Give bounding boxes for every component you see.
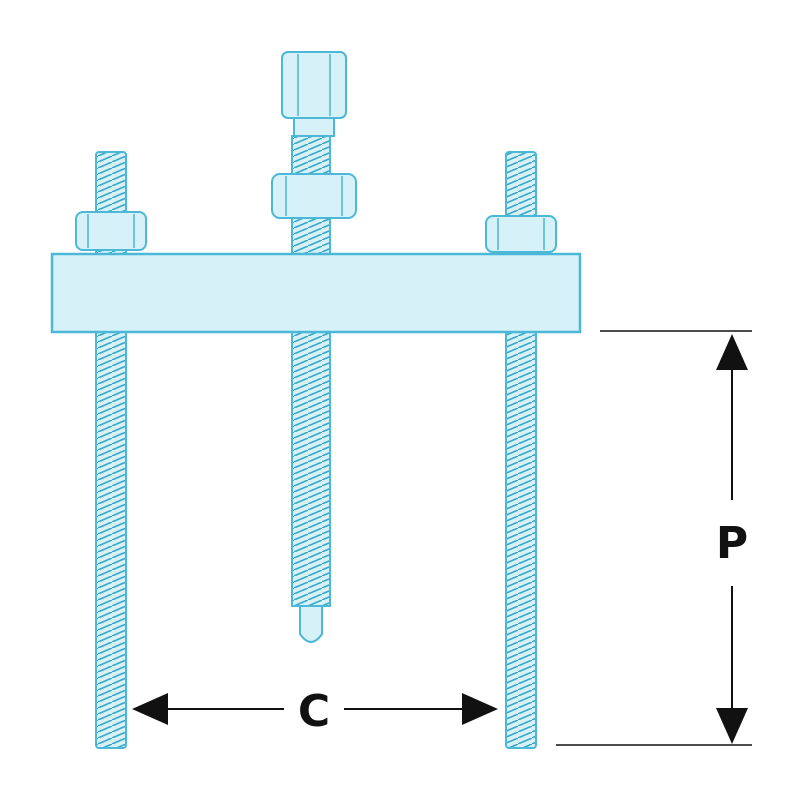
- crossbar: [50, 252, 582, 334]
- dimension-c: C: [132, 686, 498, 737]
- left-hex-nut-icon: [75, 211, 147, 251]
- screw-tip: [299, 605, 323, 643]
- dimension-label-c: C: [298, 686, 330, 737]
- center-hex-nut-icon: [271, 173, 357, 219]
- top-hex-head-icon: [281, 51, 347, 137]
- dimension-label-p: P: [716, 518, 748, 569]
- arrowhead-icon: [716, 334, 748, 370]
- right-hex-nut-icon: [485, 215, 557, 253]
- arrowhead-icon: [716, 708, 748, 744]
- arrowhead-icon: [462, 693, 498, 725]
- dimension-p: P: [556, 330, 752, 746]
- arrowhead-icon: [132, 693, 168, 725]
